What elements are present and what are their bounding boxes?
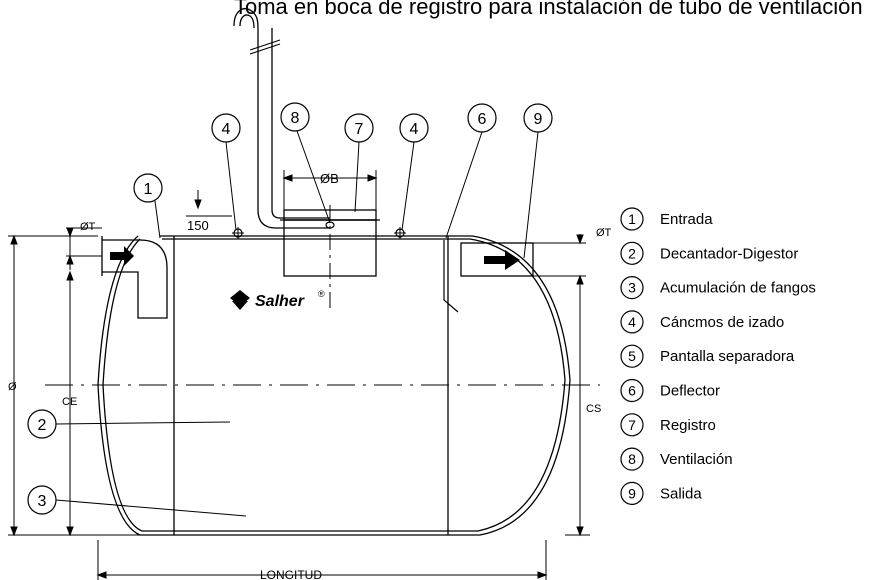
legend-item: 1 Entrada	[620, 207, 713, 231]
legend-number: 6	[628, 383, 636, 399]
lifting-lug-icon	[232, 227, 244, 239]
svg-text:1: 1	[144, 181, 153, 198]
dimension-length	[96, 540, 548, 580]
callout-9: 9	[523, 103, 553, 259]
salher-logo-icon	[230, 290, 250, 310]
dimension-ce-label: CE	[62, 396, 77, 408]
callout-3: 3	[27, 485, 247, 517]
legend-number: 9	[628, 485, 636, 501]
legend-number: 4	[628, 314, 636, 330]
legend-label: Salida	[660, 485, 702, 502]
dimension-b-label: ØB	[320, 171, 339, 186]
legend-number-circle	[620, 481, 644, 505]
legend-number: 7	[628, 417, 636, 433]
legend-item: 6 Deflector	[620, 378, 720, 403]
legend-number-circle	[620, 276, 644, 300]
dimension-t-right-label: ØT	[596, 227, 612, 239]
inlet-arrow-icon	[110, 246, 134, 266]
svg-text:4: 4	[222, 121, 231, 138]
legend-number-circle	[620, 447, 644, 471]
legend-number-circle	[620, 413, 644, 437]
legend-item: 2 Decantador-Digestor	[620, 241, 798, 265]
legend-label: Acumulación de fangos	[660, 280, 816, 297]
legend: 1 Entrada 2 Decantador-Digestor 3 Acumulación…	[620, 207, 816, 505]
dimension-150-label: 150	[187, 218, 209, 233]
dimension-right	[533, 234, 590, 537]
legend-label: Pantalla separadora	[660, 348, 795, 365]
legend-number-circle	[620, 310, 644, 334]
dimension-t-left-label: ØT	[80, 221, 96, 233]
callout-7: 7	[344, 113, 374, 213]
legend-item: 4 Cáncmos de izado	[620, 310, 784, 334]
tank-shell	[97, 235, 571, 536]
deflector-plate	[443, 240, 459, 313]
legend-item: 3 Acumulación de fangos	[620, 276, 816, 300]
legend-item: 9 Salida	[620, 481, 702, 505]
legend-number: 5	[628, 348, 636, 364]
legend-label: Entrada	[660, 211, 713, 228]
legend-label: Cáncmos de izado	[660, 314, 784, 331]
callout-1: 1	[133, 173, 163, 239]
callout-2: 2	[27, 409, 231, 439]
legend-number-circle	[620, 378, 644, 403]
outlet-pipe	[460, 242, 534, 277]
legend-number: 1	[628, 211, 636, 227]
legend-label: Registro	[660, 417, 716, 434]
legend-number: 3	[628, 280, 636, 296]
svg-text:6: 6	[478, 111, 487, 128]
legend-item: 8 Ventilación	[620, 447, 733, 471]
legend-number: 2	[628, 245, 636, 261]
callout-4a: 4	[211, 113, 241, 231]
dimension-cs-label: CS	[586, 403, 601, 415]
svg-text:2: 2	[38, 417, 47, 434]
dimension-length-label: LONGITUD	[260, 568, 322, 580]
dimension-b	[282, 170, 378, 210]
svg-text:4: 4	[410, 121, 419, 138]
svg-text:9: 9	[534, 111, 543, 128]
svg-text:7: 7	[355, 121, 364, 138]
legend-label: Decantador-Digestor	[660, 245, 798, 262]
legend-number: 8	[628, 451, 636, 467]
legend-number-circle	[620, 241, 644, 265]
dimension-150	[186, 190, 232, 237]
diagram-title: Toma en boca de registro para instalació…	[234, 0, 863, 19]
legend-label: Ventilación	[660, 451, 733, 468]
ventilation-pipe	[233, 7, 330, 229]
registro-box	[280, 209, 380, 277]
callout-8: 8	[280, 102, 331, 224]
dimension-left	[8, 227, 140, 537]
legend-label: Deflector	[660, 383, 720, 400]
dimension-diameter-label: Ø	[8, 381, 17, 393]
legend-item: 7 Registro	[620, 413, 716, 437]
svg-text:8: 8	[291, 110, 300, 127]
legend-number-circle	[620, 344, 644, 368]
outlet-arrow-icon	[484, 250, 520, 270]
callout-6: 6	[445, 103, 497, 239]
svg-text:3: 3	[38, 493, 47, 510]
brand-name: Salher	[255, 293, 305, 310]
legend-number-circle	[620, 207, 644, 231]
legend-item: 5 Pantalla separadora	[620, 344, 795, 368]
lifting-lug-icon	[394, 227, 406, 239]
callout-4b: 4	[399, 113, 429, 231]
brand-mark: ®	[318, 289, 325, 299]
